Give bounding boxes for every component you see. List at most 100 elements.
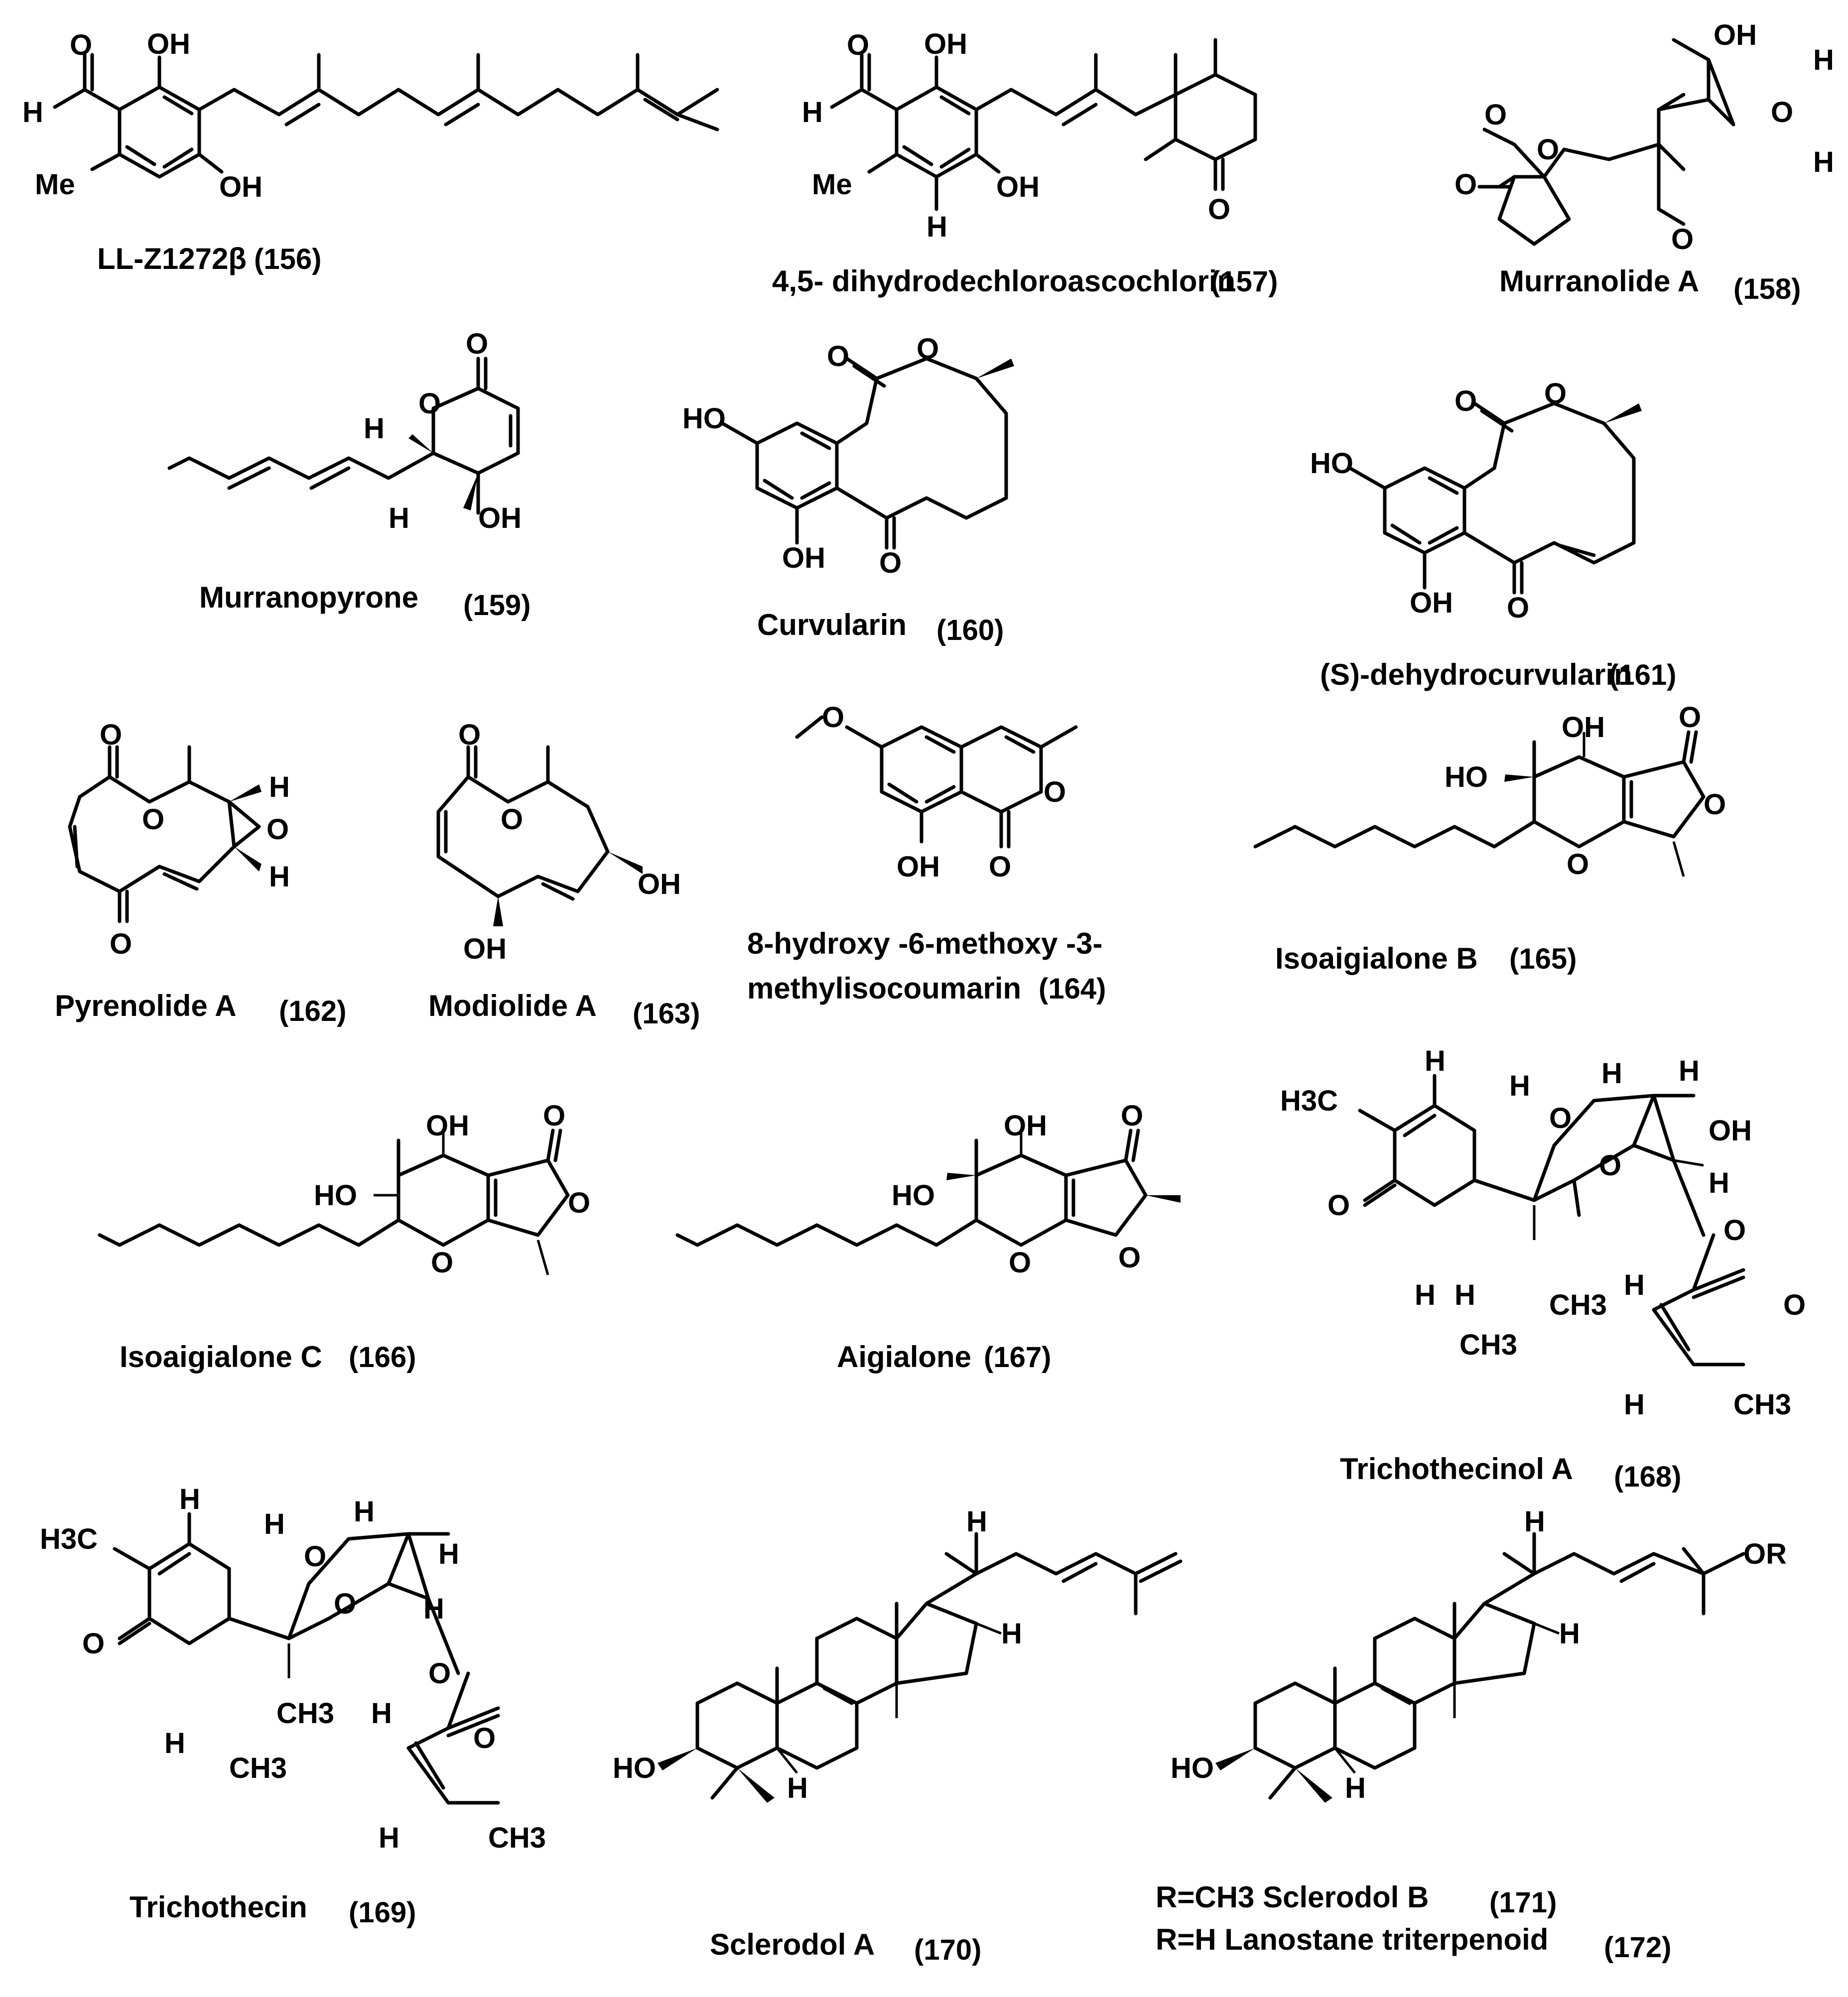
compound-name-159: Murranopyrone <box>199 581 418 614</box>
compound-number-170: (170) <box>914 1934 981 1966</box>
structure-166: OH HO O O O Isoaigialone C (166) <box>98 1100 590 1373</box>
compound-name-167: Aigialone <box>837 1340 971 1373</box>
atom-H: H <box>1001 1618 1022 1650</box>
atom-O: O <box>1679 701 1701 734</box>
atom-O: O <box>1671 223 1694 255</box>
atom-H: H <box>1415 1279 1436 1311</box>
atom-OH: OH <box>996 171 1040 203</box>
compound-name-163: Modiolide A <box>428 989 597 1022</box>
atom-O: O <box>1544 377 1567 410</box>
atom-O: O <box>501 803 523 836</box>
atom-O: O <box>1507 592 1529 624</box>
atom-O: O <box>1783 1289 1806 1321</box>
compound-number-162: (162) <box>279 995 346 1027</box>
atom-HO: HO <box>1445 761 1488 793</box>
atom-Me: Me <box>812 168 852 201</box>
compound-name-161: (S)-dehydrocurvularin <box>1320 658 1632 691</box>
atom-CH3: CH3 <box>276 1697 334 1730</box>
atom-HO: HO <box>1310 447 1353 480</box>
atom-CH3: CH3 <box>1549 1289 1607 1321</box>
atom-H: H <box>1425 1045 1446 1077</box>
structure-169: H H3C O H O H H O H O H CH3 CH3 H O H CH… <box>40 1483 546 1929</box>
atom-OH: OH <box>426 1110 469 1142</box>
atom-O: O <box>431 1247 453 1279</box>
compound-name-162: Pyrenolide A <box>55 989 237 1022</box>
atom-O: O <box>879 547 902 579</box>
compound-number-157: (157) <box>1210 265 1278 298</box>
structure-167: OH HO O O O Aigialone (167) <box>675 1100 1181 1373</box>
atom-OH: OH <box>1714 19 1757 51</box>
atom-O: O <box>1044 776 1066 808</box>
atom-H: H <box>1709 1167 1729 1199</box>
atom-H: H <box>423 1593 444 1625</box>
atom-CH3: CH3 <box>229 1752 287 1784</box>
atom-H: H <box>1624 1269 1645 1301</box>
atom-OH: OH <box>1004 1110 1047 1142</box>
compound-number-166: (166) <box>349 1341 416 1373</box>
structure-171-172: H H OR HO H R=CH3 Sclerodol B (171) R=H … <box>1156 1505 1787 1964</box>
atom-OH: OH <box>897 851 940 883</box>
atom-H: H <box>438 1538 459 1570</box>
atom-OH: OH <box>1410 587 1453 619</box>
compound-name-160: Curvularin <box>757 608 907 641</box>
atom-O: O <box>1723 1214 1746 1247</box>
atom-O: O <box>1118 1242 1141 1274</box>
atom-H3C: H3C <box>1280 1085 1338 1117</box>
atom-H: H <box>164 1727 185 1759</box>
atom-H: H <box>269 771 290 803</box>
atom-H: H <box>179 1483 200 1515</box>
atom-H: H <box>966 1505 987 1538</box>
atom-CH3: CH3 <box>1733 1388 1791 1421</box>
atom-HO: HO <box>682 402 726 435</box>
atom-H: H <box>1813 146 1834 178</box>
atom-H: H <box>1813 44 1834 76</box>
compound-name-165: Isoaigialone B <box>1275 942 1478 975</box>
atom-O: O <box>428 1657 451 1690</box>
atom-H: H <box>1679 1055 1700 1087</box>
atom-O: O <box>1599 1149 1621 1182</box>
atom-O: O <box>142 803 164 836</box>
structure-164: O O O OH 8-hydroxy -6-methoxy -3- methyl… <box>747 701 1106 1005</box>
atom-H: H <box>787 1772 808 1804</box>
atom-H: H <box>1454 1279 1475 1311</box>
atom-O: O <box>458 719 481 751</box>
atom-O: O <box>473 1722 496 1754</box>
atom-Me: Me <box>35 168 75 201</box>
atom-H: H <box>379 1822 399 1854</box>
compound-number-158: (158) <box>1733 273 1801 305</box>
atom-OH: OH <box>478 502 522 534</box>
compound-name-156: LL-Z1272β <box>97 242 247 275</box>
atom-H: H <box>22 96 43 128</box>
compound-name-169: Trichothecin <box>130 1890 307 1924</box>
atom-CH3: CH3 <box>488 1822 546 1854</box>
atom-O: O <box>82 1627 105 1660</box>
atom-OH: OH <box>219 171 263 203</box>
atom-H: H <box>354 1496 375 1528</box>
atom-O: O <box>827 340 849 373</box>
atom-O: O <box>304 1540 326 1573</box>
atom-H: H <box>364 412 385 445</box>
atom-O: O <box>266 813 289 846</box>
compound-name-171: R=CH3 Sclerodol B <box>1156 1880 1429 1914</box>
atom-O: O <box>1208 193 1230 226</box>
atom-OH: OH <box>1562 711 1605 744</box>
atom-H: H <box>1509 1070 1530 1102</box>
atom-O: O <box>1454 168 1477 201</box>
compound-number-156: (156) <box>254 243 321 275</box>
compound-number-172: (172) <box>1604 1931 1671 1964</box>
atom-OH: OH <box>924 28 967 60</box>
compound-number-167: (167) <box>984 1341 1051 1373</box>
structure-157: O OH H Me H OH O 4,5- dihydrodechloroasc… <box>772 28 1278 298</box>
compound-number-160: (160) <box>936 614 1004 646</box>
compound-number-171: (171) <box>1489 1886 1557 1919</box>
structure-161: O O HO OH O (S)-dehydrocurvularin (161) <box>1310 377 1676 691</box>
compound-number-164: (164) <box>1039 973 1106 1005</box>
atom-O: O <box>1327 1189 1350 1222</box>
atom-HO: HO <box>1171 1752 1214 1784</box>
atom-H: H <box>389 502 409 534</box>
atom-O: O <box>917 333 939 365</box>
atom-H: H <box>264 1508 285 1540</box>
atom-O: O <box>1567 848 1589 880</box>
atom-H: H <box>371 1697 392 1730</box>
